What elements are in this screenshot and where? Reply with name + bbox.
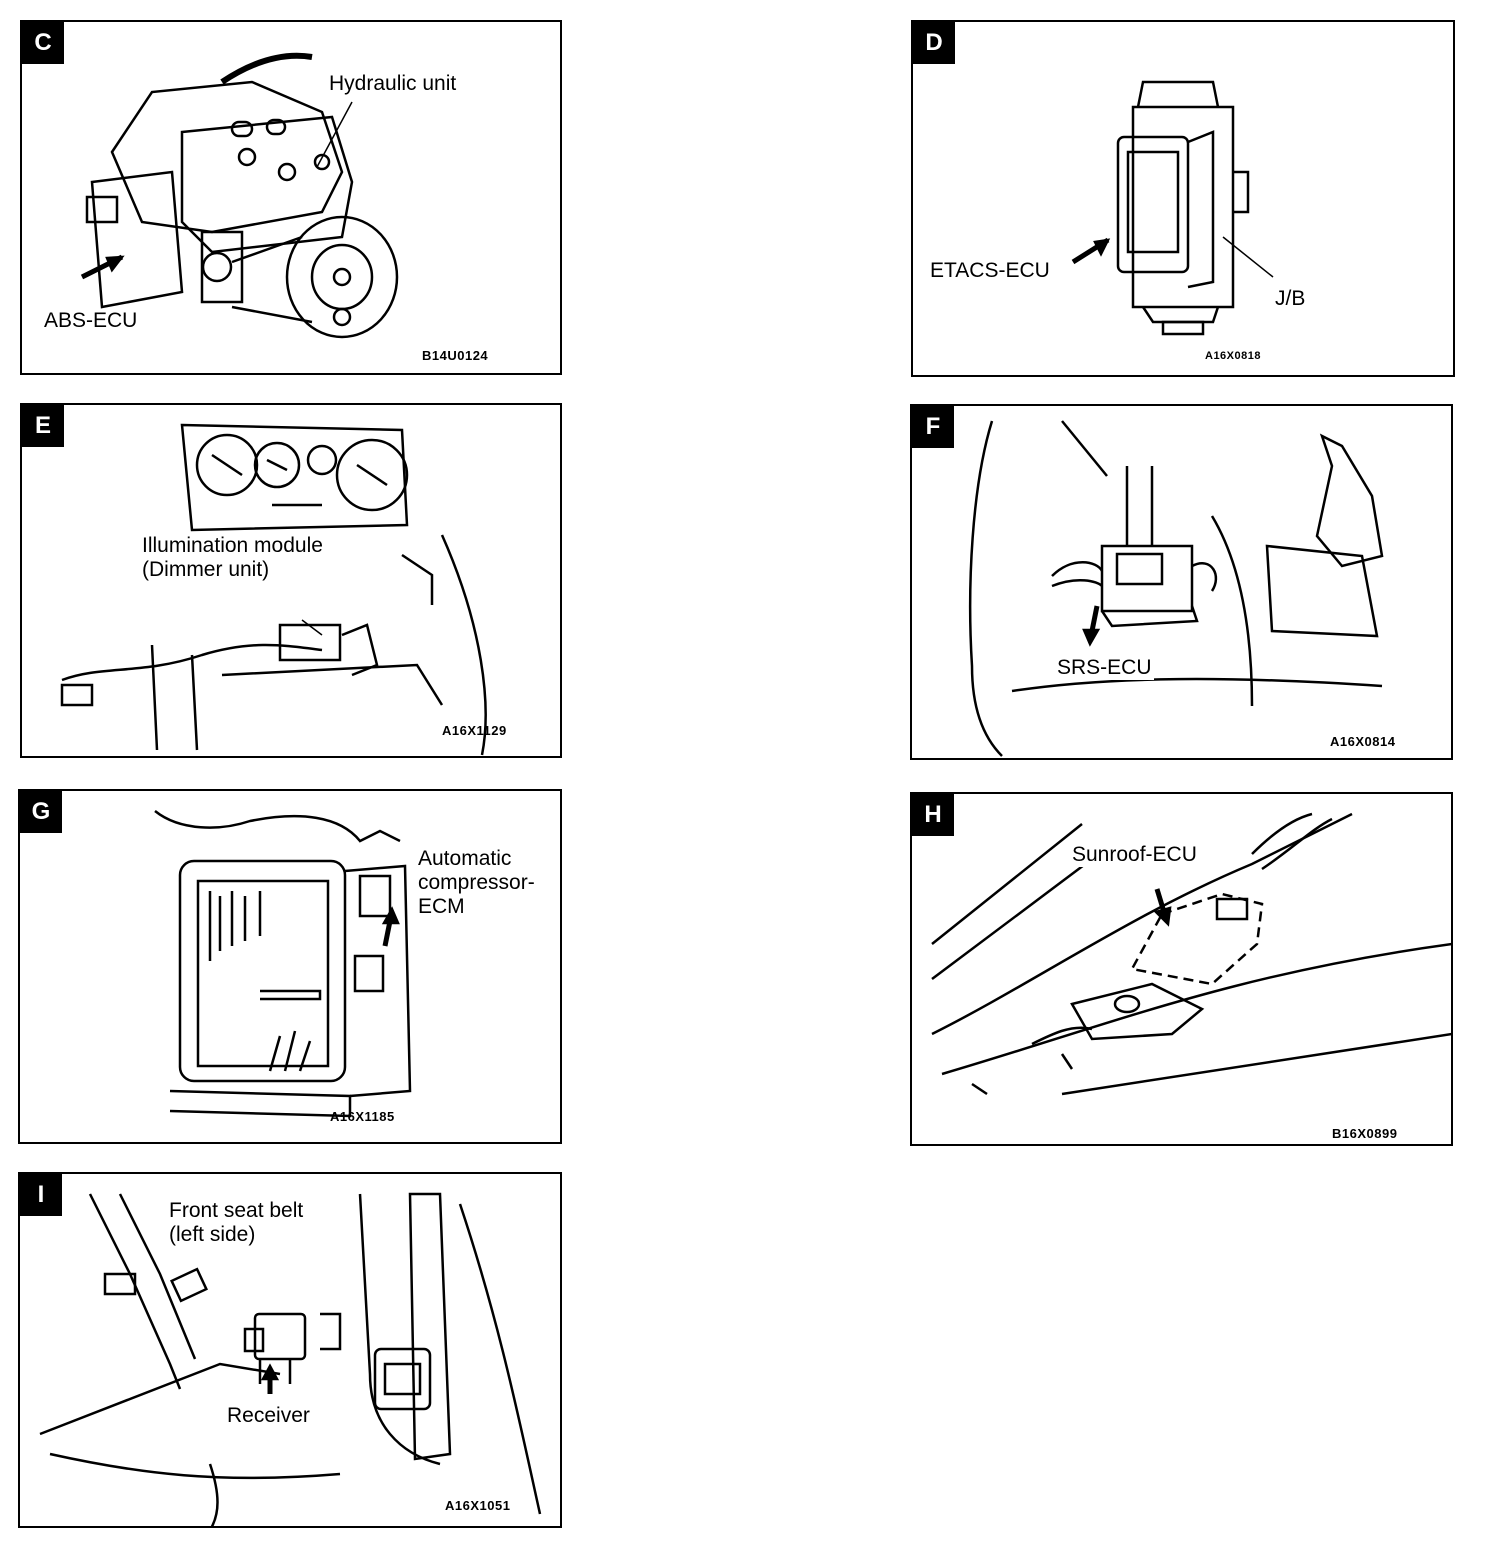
panel-letter-c: C: [22, 22, 64, 64]
figure-code-h: B16X0899: [1332, 1126, 1398, 1141]
sunroof-ecu-label: Sunroof-ECU: [1070, 843, 1199, 867]
left-side-label: (left side): [167, 1223, 258, 1247]
compressor-label: compressor-: [416, 871, 537, 895]
illumination-module-illustration: [60, 423, 487, 756]
figure-code-c: B14U0124: [422, 348, 489, 363]
junction-block-label: J/B: [1273, 287, 1308, 311]
srs-ecu-label: SRS-ECU: [1055, 656, 1154, 680]
panel-g: G Automatic compressor- ECM A16X1185: [18, 789, 562, 1144]
figure-code-d: A16X0818: [1205, 350, 1261, 362]
panel-e: E Illumination module (Dimmer unit) A16X…: [20, 403, 562, 758]
automatic-compressor-ecm-illustration: [154, 810, 412, 1118]
panel-d: D ETACS-ECU J/B A16X0818: [911, 20, 1455, 377]
panel-letter-h: H: [912, 794, 954, 836]
panel-letter-f: F: [912, 406, 954, 448]
panel-c: C Hydraulic unit ABS-ECU B14U0124: [20, 20, 562, 375]
front-seat-belt-label: Front seat belt: [167, 1199, 306, 1223]
etacs-ecu-junction-block-illustration: [1071, 80, 1274, 336]
panel-letter-g: G: [20, 791, 62, 833]
figure-code-i: A16X1051: [445, 1498, 511, 1513]
receiver-label: Receiver: [225, 1404, 312, 1428]
sunroof-ecu-illustration: [931, 812, 1451, 1096]
ecm-label: ECM: [416, 895, 467, 919]
illumination-module-label: Illumination module: [140, 534, 325, 558]
srs-ecu-illustration: [968, 420, 1384, 757]
figure-code-f: A16X0814: [1330, 734, 1396, 749]
hydraulic-unit-label: Hydraulic unit: [327, 72, 459, 96]
panel-letter-e: E: [22, 405, 64, 447]
seat-belt-receiver-illustration: [39, 1192, 542, 1526]
etacs-ecu-label: ETACS-ECU: [928, 259, 1052, 283]
panel-letter-i: I: [20, 1174, 62, 1216]
panel-f: F SRS-ECU A16X0814: [910, 404, 1453, 760]
automatic-label: Automatic: [416, 847, 514, 871]
figure-code-e: A16X1129: [442, 723, 507, 738]
panel-i: I Front seat belt (left side) Receiver A…: [18, 1172, 562, 1528]
abs-ecu-label: ABS-ECU: [42, 309, 140, 333]
panel-h: H Sunroof-ECU B16X0899: [910, 792, 1453, 1146]
dimmer-unit-label: (Dimmer unit): [140, 558, 272, 582]
abs-hydraulic-unit-illustration: [80, 52, 399, 339]
figure-code-g: A16X1185: [330, 1109, 395, 1124]
panel-letter-d: D: [913, 22, 955, 64]
